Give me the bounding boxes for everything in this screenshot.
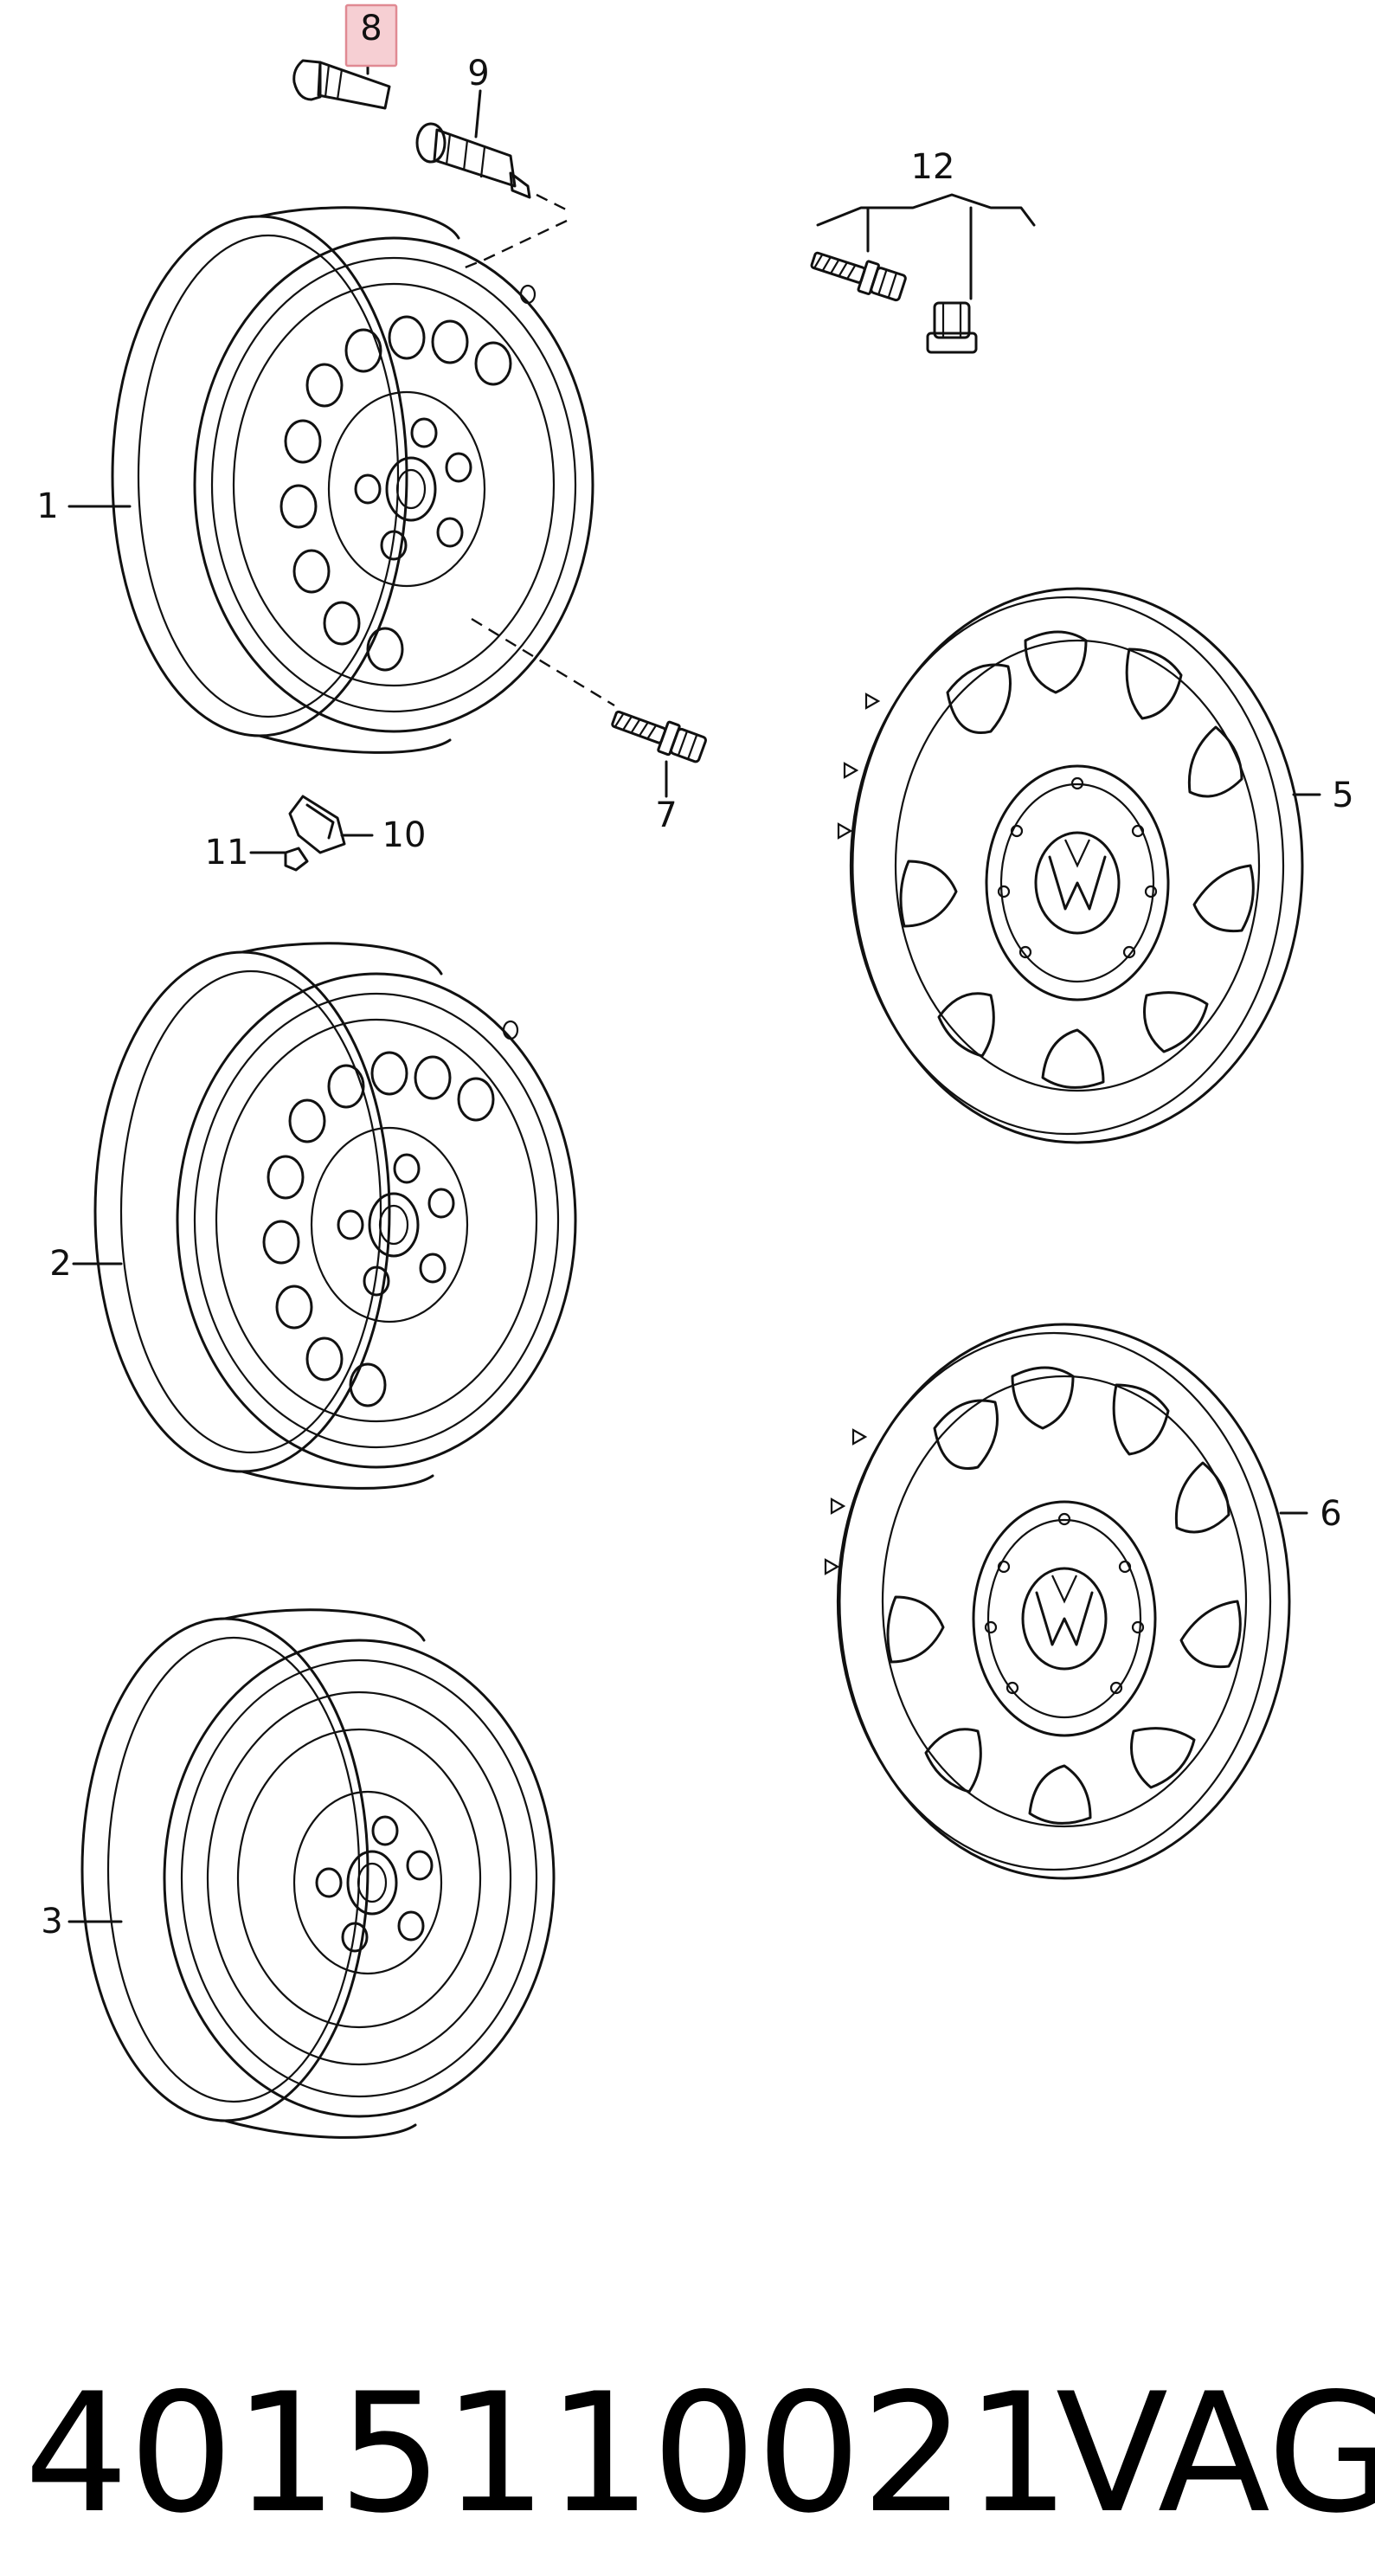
callout-5[interactable]: 5: [1332, 776, 1353, 815]
locking-nut: [926, 301, 978, 354]
valve-parts: [292, 59, 572, 270]
callout-6[interactable]: 6: [1320, 1494, 1341, 1534]
callout-12[interactable]: 12: [911, 147, 955, 187]
callout-1[interactable]: 1: [36, 486, 58, 526]
callout-8[interactable]: 8: [360, 9, 382, 48]
callout-8-highlight: [344, 3, 398, 68]
callout-3[interactable]: 3: [41, 1902, 62, 1942]
callout-7[interactable]: 7: [655, 795, 677, 835]
callout-11[interactable]: 11: [205, 833, 249, 873]
callout-leaders: [67, 43, 1321, 1923]
callout-10[interactable]: 10: [382, 815, 427, 855]
part-number: 4015110021: [24, 2358, 1070, 2549]
callout-2[interactable]: 2: [49, 1244, 71, 1284]
sensor-parts: [284, 795, 346, 872]
brand-name: VAG: [1056, 2358, 1375, 2549]
callout-9[interactable]: 9: [467, 54, 489, 93]
